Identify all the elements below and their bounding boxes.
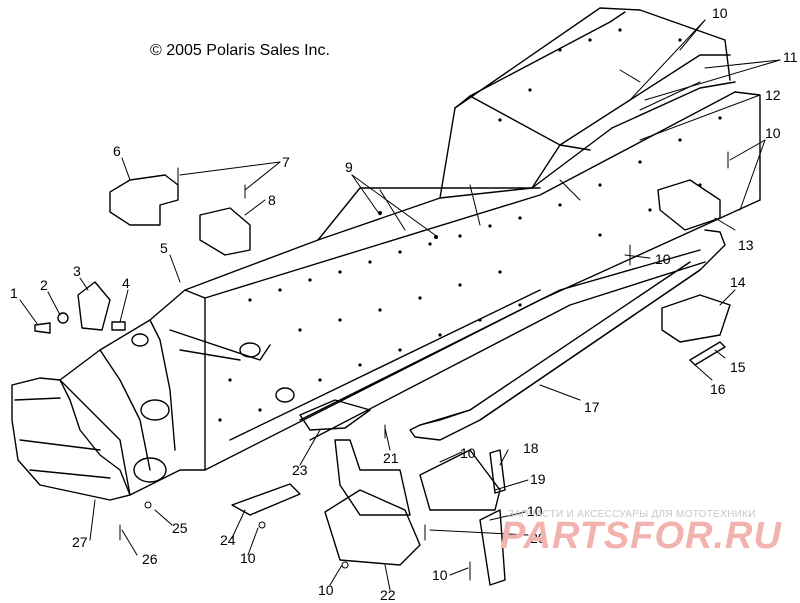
callout-24: 24 [220, 532, 236, 548]
callout-10-mid: 10 [655, 251, 671, 267]
plate-part-8 [199, 207, 251, 256]
strip-part-15 [689, 341, 726, 366]
callout-10-low: 10 [432, 567, 448, 583]
callout-22: 22 [380, 587, 396, 603]
callout-23: 23 [292, 462, 308, 478]
callout-13: 13 [738, 237, 754, 253]
callout-10-side: 10 [527, 503, 543, 519]
callout-6: 6 [113, 143, 121, 159]
callout-26: 26 [142, 551, 158, 567]
bracket-part-6 [109, 174, 179, 226]
callout-9: 9 [345, 159, 353, 175]
leader-lines [19, 19, 781, 591]
bracket-part-3 [77, 281, 111, 331]
plate-part-24 [231, 483, 301, 516]
callout-10-top: 10 [712, 5, 728, 21]
callout-10-plate: 10 [240, 550, 256, 566]
bracket-part-18 [489, 449, 506, 494]
callout-20: 20 [530, 530, 546, 546]
callout-14: 14 [730, 274, 746, 290]
frame-part-20 [334, 439, 411, 516]
callout-3: 3 [73, 263, 81, 279]
panel-part-19 [419, 449, 501, 511]
callout-15: 15 [730, 359, 746, 375]
callout-10-bottom: 10 [318, 582, 334, 598]
callout-12: 12 [765, 87, 781, 103]
footrest-part-22 [324, 489, 421, 566]
cover-part-14 [661, 294, 731, 343]
washer-part-2 [57, 312, 69, 324]
fasteners [119, 151, 729, 581]
callouts: 1 2 3 4 5 6 7 8 9 10 11 12 10 13 10 14 1… [10, 5, 798, 603]
watermark-tagline: ЗАПЧАСТИ И АКСЕССУАРЫ ДЛЯ МОТОТЕХНИКИ [508, 509, 756, 520]
callout-10-rear: 10 [460, 445, 476, 461]
callout-7: 7 [282, 154, 290, 170]
callout-4: 4 [122, 275, 130, 291]
callout-16: 16 [710, 381, 726, 397]
callout-5: 5 [160, 240, 168, 256]
watermark-logo: PARTSFOR.RU [500, 515, 782, 557]
callout-2: 2 [40, 277, 48, 293]
tunnel-panel-lines [379, 69, 701, 231]
callout-17: 17 [584, 399, 600, 415]
chassis-tunnel [11, 7, 761, 501]
callout-21: 21 [383, 450, 399, 466]
bolt-part-4 [111, 321, 126, 331]
copyright-text: © 2005 Polaris Sales Inc. [150, 42, 330, 59]
callout-10-right: 10 [765, 125, 781, 141]
callout-11: 11 [783, 49, 798, 65]
bolt-part-1 [34, 322, 51, 334]
callout-19: 19 [530, 471, 546, 487]
bracket-part-23 [299, 399, 371, 431]
callout-18: 18 [523, 440, 539, 456]
rivet-dots [218, 28, 722, 422]
callout-27: 27 [72, 534, 88, 550]
callout-25: 25 [172, 520, 188, 536]
callout-1: 1 [10, 285, 18, 301]
bracket-part-13 [657, 179, 721, 231]
bracket-rear-lower [479, 509, 506, 586]
callout-8: 8 [268, 192, 276, 208]
